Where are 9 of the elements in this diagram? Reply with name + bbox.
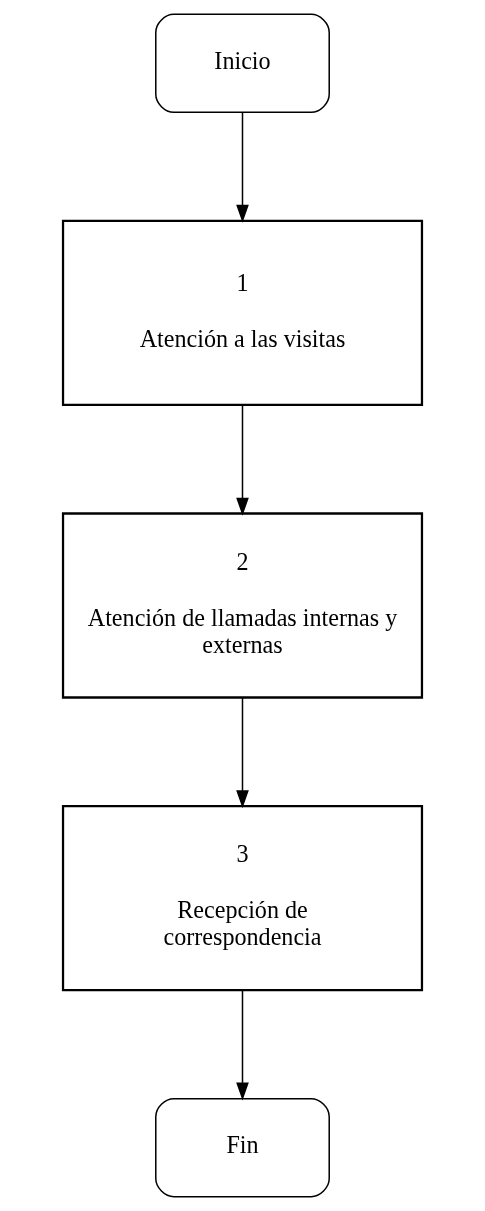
node-box: Inicio	[155, 13, 330, 114]
arrow	[236, 404, 249, 516]
node-box: Fin	[155, 1097, 330, 1198]
arrow	[236, 697, 249, 809]
node-box: 1 Atención a las visitas	[61, 219, 424, 407]
node-box: 3 Recepción de correspondencia	[61, 804, 424, 992]
arrow	[236, 111, 249, 223]
node-box: 2 Atención de llamadas internas y externas	[61, 512, 424, 699]
arrow	[236, 989, 249, 1101]
